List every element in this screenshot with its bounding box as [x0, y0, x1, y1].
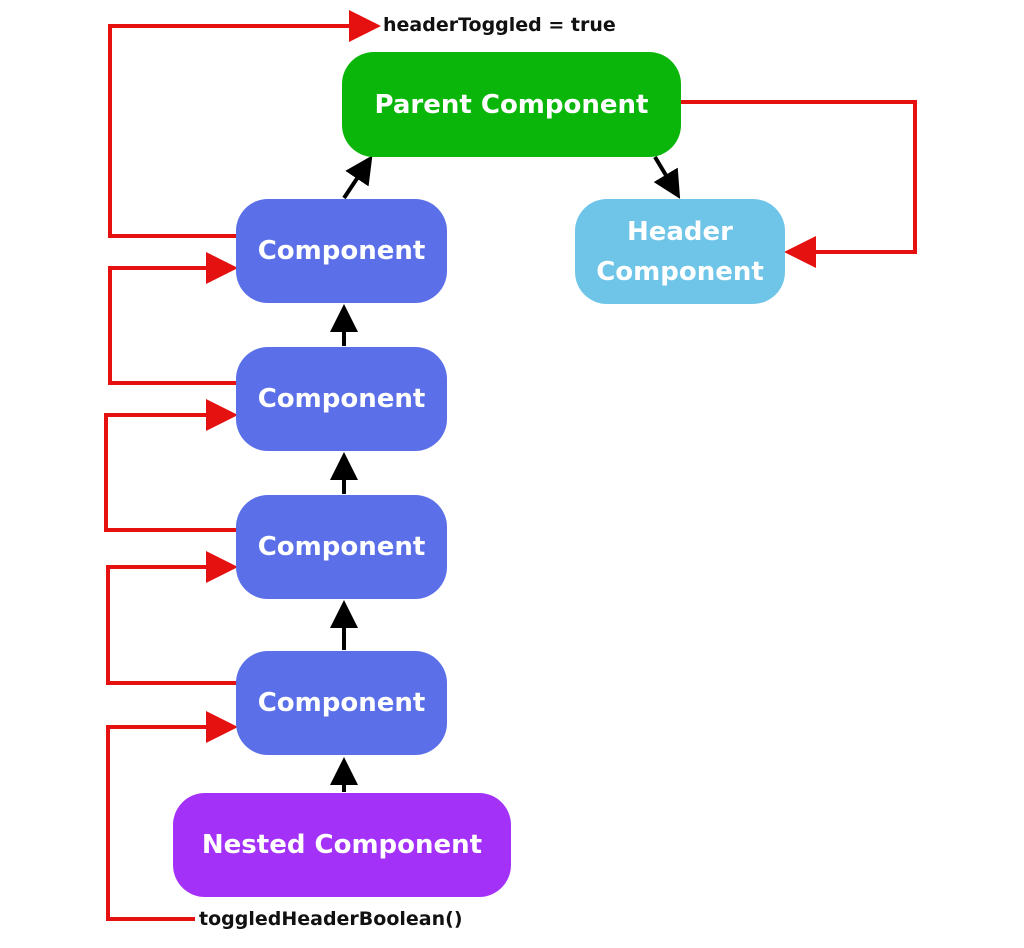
toggled-header-boolean-label: toggledHeaderBoolean()	[199, 908, 463, 930]
component-node-1: Component	[236, 199, 447, 303]
header-toggled-label: headerToggled = true	[383, 14, 616, 36]
component-node-2: Component	[236, 347, 447, 451]
component-node-4: Component	[236, 651, 447, 755]
hierarchy-arrow-c1-to-parent	[342, 155, 373, 200]
hierarchy-arrows	[330, 155, 681, 792]
parent-component-node: Parent Component	[342, 52, 681, 157]
component-node-3: Component	[236, 495, 447, 599]
flow-arrow-component-to-toggle-label	[108, 10, 381, 238]
red-flow-lines	[104, 10, 917, 921]
flow-arrow-c4-to-c3	[106, 551, 238, 685]
flow-arrow-c3-to-c2	[104, 399, 238, 532]
flow-arrow-function-to-c4	[106, 711, 238, 921]
flow-arrow-parent-to-header	[680, 100, 917, 268]
header-component-node: Header Component	[575, 199, 785, 304]
flow-arrow-c2-to-c1	[108, 252, 238, 385]
nested-component-node: Nested Component	[173, 793, 511, 897]
hierarchy-arrow-parent-to-header	[653, 155, 681, 199]
